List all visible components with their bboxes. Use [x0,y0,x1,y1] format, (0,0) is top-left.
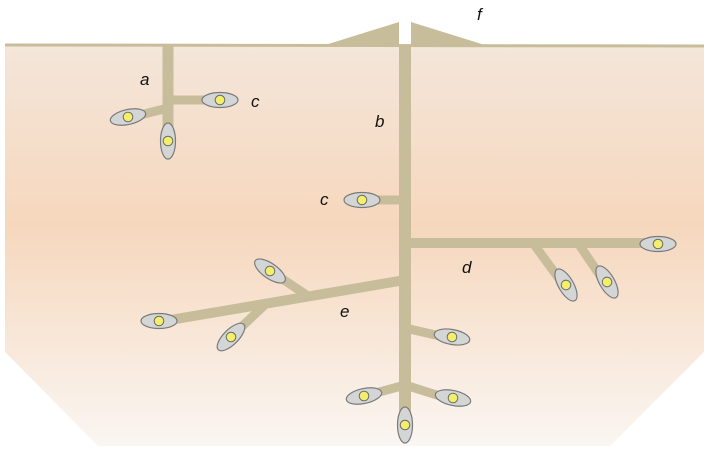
label-b: b [375,112,384,131]
brood-cell [254,258,286,284]
soil-region [5,45,704,446]
entrance-mound-right [411,22,488,46]
brood-cell [434,389,472,407]
brood-cell [216,322,246,352]
brood-cells [109,91,677,444]
label-c-main: c [320,190,329,209]
brood-cell [343,191,381,209]
label-c-left: c [251,92,260,111]
brood-cell [595,265,619,299]
brood-cell [109,108,147,126]
branch-bottom-right [403,380,442,401]
label-e: e [340,302,349,321]
brood-cell [345,387,383,405]
label-f: f [477,5,484,24]
brood-cell [201,91,239,109]
brood-cell [140,312,178,330]
branch-e [169,275,406,325]
label-d: d [462,258,472,277]
brood-cell [554,268,578,302]
brood-cell [433,328,471,346]
entrance-mound-left [322,22,399,46]
brood-cell [159,122,177,160]
brood-cell [639,235,677,253]
brood-cell [396,406,414,444]
label-a: a [140,70,149,89]
